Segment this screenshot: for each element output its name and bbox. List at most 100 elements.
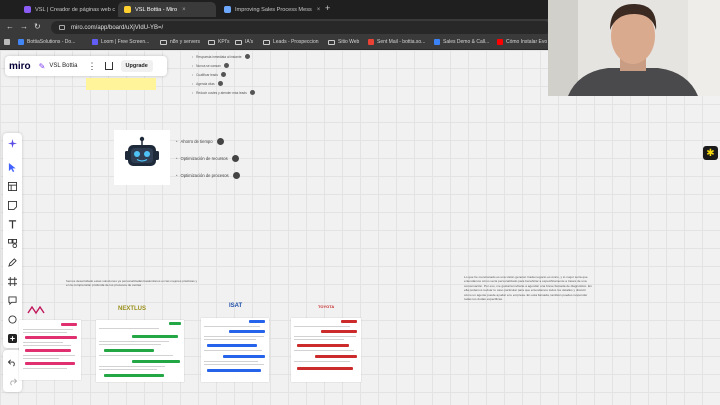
redo-icon[interactable] — [8, 377, 17, 386]
emoji-icon — [244, 54, 250, 59]
undo-icon[interactable] — [8, 358, 17, 367]
robot-image-card[interactable] — [114, 130, 170, 185]
call-to-action-caption[interactable]: Lo que he mencionado es una visión gener… — [464, 275, 592, 302]
bookmark-folder[interactable]: n8n y servers — [160, 39, 200, 45]
robot-icon — [125, 136, 159, 166]
bookmark-folder[interactable]: Sitio Web — [328, 39, 359, 45]
browser-tab-miro-board[interactable]: VSL Bottia - Miro × — [118, 2, 216, 17]
client-logo-1[interactable] — [26, 305, 46, 315]
folder-icon — [263, 39, 270, 45]
close-icon[interactable]: × — [182, 6, 186, 13]
sticky-note-icon[interactable] — [8, 201, 17, 210]
reload-icon[interactable]: ↻ — [34, 22, 41, 31]
back-arrow-icon[interactable]: ← — [6, 22, 14, 31]
document-thumbnail[interactable] — [291, 318, 361, 382]
folder-icon — [160, 39, 167, 45]
new-tab-plus-icon[interactable]: + — [325, 3, 331, 13]
bookmark-label: Sent Mail - bottia.so... — [377, 39, 426, 45]
emoji-icon — [232, 172, 240, 179]
bookmark-label: Sitio Web — [338, 39, 360, 45]
list-item: Nunca se cansan — [192, 63, 255, 68]
pen-icon[interactable] — [8, 258, 17, 267]
emoji-icon — [223, 63, 229, 68]
emoji-icon — [217, 81, 223, 86]
bookmark-favicon-icon — [92, 39, 98, 45]
bookmark-label: Loom | Free Screen... — [101, 39, 150, 45]
emoji-icon — [231, 155, 239, 162]
board-menu-icon[interactable]: ⋮ — [87, 60, 97, 71]
undo-redo-panel — [3, 350, 22, 392]
client-logo-nextlus[interactable]: NEXTLUS — [118, 306, 147, 312]
site-info-icon[interactable] — [59, 25, 65, 30]
browser-tab-strip: VSL | Creador de páginas web c × VSL Bot… — [0, 0, 720, 19]
chat-icon[interactable] — [8, 315, 17, 324]
bookmark-label: Leads - Prospeccion — [273, 39, 319, 45]
address-bar[interactable]: miro.com/app/board/uXjVIdU-YB=/ — [51, 21, 551, 34]
shapes-icon[interactable] — [8, 239, 17, 248]
miro-assist-sparkle-icon[interactable]: ✱ — [703, 146, 718, 160]
folder-icon — [235, 39, 242, 45]
tab-title: VSL Bottia - Miro — [135, 6, 178, 13]
more-apps-plus-icon[interactable] — [8, 334, 17, 343]
client-logo-isat[interactable]: ISAT — [229, 303, 243, 309]
client-logo-toyota[interactable]: TOYOTA — [318, 304, 335, 309]
list-item: Agenda citas — [192, 81, 255, 86]
tab-favicon-icon — [224, 6, 231, 13]
tab-favicon-icon — [124, 6, 131, 13]
url-text: miro.com/app/board/uXjVIdU-YB=/ — [71, 24, 164, 31]
board-wand-icon: ✎ — [38, 61, 46, 71]
list-item: Optimización de procesos — [176, 172, 240, 179]
features-list[interactable]: Respuesta inmediata al instante Nunca se… — [192, 54, 255, 99]
document-thumbnail[interactable] — [201, 318, 269, 382]
bookmarks-apps-icon[interactable] — [4, 39, 13, 45]
list-item: Optimización de recursos — [176, 155, 240, 162]
folder-icon — [328, 39, 335, 45]
bookmark-item[interactable]: Cómo Instalar Evo — [497, 39, 547, 45]
upgrade-button[interactable]: Upgrade — [120, 60, 153, 72]
bookmark-item[interactable]: Sales Demo & Call... — [434, 39, 489, 45]
forward-arrow-icon[interactable]: → — [20, 22, 28, 31]
emoji-icon — [249, 90, 255, 95]
comment-icon[interactable] — [8, 296, 17, 305]
list-item: Cualificar leads — [192, 72, 255, 77]
bookmark-folder[interactable]: Leads - Prospeccion — [263, 39, 319, 45]
benefits-list[interactable]: Ahorro de tiempo Optimización de recurso… — [176, 138, 240, 189]
browser-tab-vsl-creator[interactable]: VSL | Creador de páginas web c × — [18, 2, 116, 17]
list-item: Respuesta inmediata al instante — [192, 54, 255, 59]
bookmark-label: Sales Demo & Call... — [443, 39, 490, 45]
miro-board-canvas[interactable]: miro ✎ VSL Bottia ⋮ Upgrade Respuesta in… — [0, 50, 720, 405]
export-icon[interactable] — [104, 62, 113, 70]
ai-sparkle-icon[interactable] — [8, 139, 17, 148]
bookmark-item[interactable]: Sent Mail - bottia.so... — [368, 39, 425, 45]
bookmark-label: IA's — [245, 39, 254, 45]
miro-logo[interactable]: miro — [9, 60, 31, 72]
tab-title: Improving Sales Process Mess — [235, 6, 312, 13]
list-item: Reducir costes y atender más leads — [192, 90, 255, 95]
browser-tab-sales-process[interactable]: Improving Sales Process Mess × — [218, 2, 320, 17]
board-name[interactable]: VSL Bottia — [49, 63, 78, 69]
sticky-note[interactable] — [86, 78, 156, 90]
bookmark-label: n8n y servers — [170, 39, 201, 45]
emoji-icon — [216, 138, 224, 145]
document-thumbnail[interactable] — [96, 320, 184, 382]
bookmark-favicon-icon — [18, 39, 24, 45]
tab-favicon-icon — [24, 6, 31, 13]
bookmark-item[interactable]: BottiaSolutions - Do... — [18, 39, 75, 45]
document-thumbnail[interactable] — [19, 320, 81, 380]
bookmark-folder[interactable]: IA's — [235, 39, 253, 45]
youtube-icon — [497, 39, 503, 45]
bookmark-favicon-icon — [368, 39, 374, 45]
bookmark-item[interactable]: Loom | Free Screen... — [92, 39, 149, 45]
bookmark-label: BottiaSolutions - Do... — [27, 39, 76, 45]
templates-icon[interactable] — [8, 182, 17, 191]
list-item: Ahorro de tiempo — [176, 138, 240, 145]
bookmark-label: Cómo Instalar Evo — [506, 39, 548, 45]
bookmark-folder[interactable]: KPI's — [208, 39, 230, 45]
solutions-caption[interactable]: hemos desarrollado estas soluciones ya p… — [66, 279, 198, 288]
text-tool-icon[interactable] — [8, 220, 17, 229]
cursor-select-icon[interactable] — [8, 163, 17, 172]
frame-icon[interactable] — [8, 277, 17, 286]
close-icon[interactable]: × — [316, 6, 320, 13]
browser-toolbar: ← → ↻ miro.com/app/board/uXjVIdU-YB=/ — [0, 19, 720, 36]
tab-title: VSL | Creador de páginas web c — [35, 6, 116, 13]
